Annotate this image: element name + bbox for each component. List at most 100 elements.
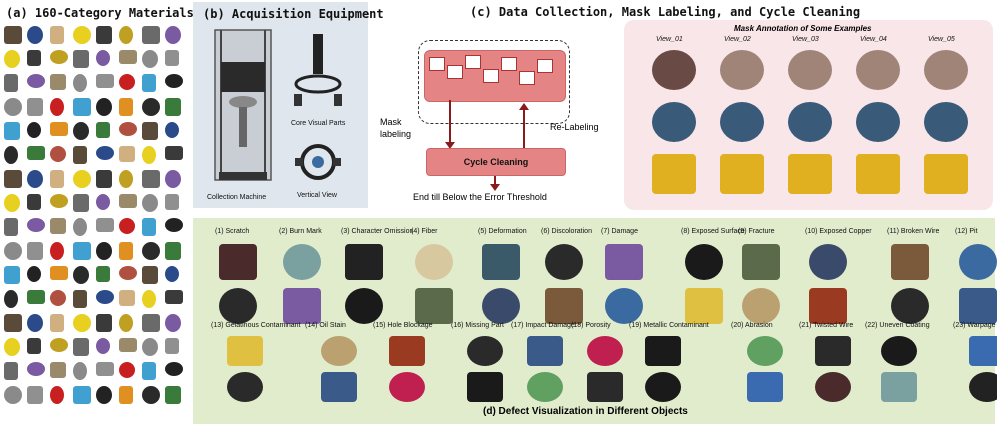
material-thumbnail: [119, 242, 133, 260]
material-thumbnail: [27, 338, 41, 354]
material-thumbnail: [142, 122, 158, 140]
material-thumbnail: [165, 170, 181, 188]
material-thumbnail: [96, 74, 114, 88]
defect-image: [227, 372, 263, 402]
material-thumbnail: [165, 74, 183, 88]
material-thumbnail: [27, 290, 45, 304]
defect-image: [545, 244, 583, 280]
data-collection-box: [418, 40, 570, 124]
defect-image: [389, 372, 425, 402]
defect-image: [219, 288, 257, 324]
material-thumbnail: [50, 218, 66, 234]
view-object-image: [924, 102, 968, 142]
material-thumbnail: [119, 146, 135, 162]
sample-photo: [447, 65, 463, 79]
defect-label: (20) Abrasion: [731, 322, 773, 329]
defect-image: [389, 336, 425, 366]
material-thumbnail: [142, 170, 160, 188]
material-thumbnail: [96, 218, 114, 232]
material-thumbnail: [165, 266, 179, 282]
defect-label: (14) Oil Stain: [305, 322, 346, 329]
defect-image: [969, 336, 997, 366]
defect-image: [219, 244, 257, 280]
defect-image: [645, 372, 681, 402]
defect-panel: (1) Scratch(2) Burn Mark(3) Character Om…: [193, 218, 997, 424]
material-thumbnail: [73, 242, 91, 260]
defect-image: [415, 288, 453, 324]
material-thumbnail: [4, 266, 20, 284]
defect-image: [685, 244, 723, 280]
defect-label: (22) Uneven Coating: [865, 322, 930, 329]
defect-image: [227, 336, 263, 366]
defect-image: [605, 288, 643, 324]
material-thumbnail: [27, 194, 41, 210]
defect-image: [645, 336, 681, 366]
material-thumbnail: [4, 314, 22, 332]
vertical-view-label: Vertical View: [297, 192, 337, 199]
defect-image: [747, 372, 783, 402]
material-thumbnail: [119, 362, 135, 378]
material-thumbnail: [73, 170, 91, 188]
material-thumbnail: [119, 98, 133, 116]
material-thumbnail: [50, 74, 66, 90]
materials-grid: [4, 24, 190, 422]
material-thumbnail: [4, 170, 22, 188]
material-thumbnail: [142, 314, 160, 332]
material-thumbnail: [142, 266, 158, 284]
material-thumbnail: [119, 122, 137, 136]
material-thumbnail: [27, 218, 45, 232]
material-thumbnail: [119, 218, 135, 234]
material-thumbnail: [73, 218, 87, 236]
defect-image: [587, 372, 623, 402]
view-object-image: [856, 50, 900, 90]
material-thumbnail: [27, 314, 43, 332]
defect-label: (23) Warpage: [953, 322, 996, 329]
material-thumbnail: [27, 266, 41, 282]
defect-image: [345, 244, 383, 280]
material-thumbnail: [165, 26, 181, 44]
material-thumbnail: [27, 98, 43, 116]
material-thumbnail: [73, 362, 87, 380]
defect-label: (3) Character Omission: [341, 228, 414, 235]
material-thumbnail: [142, 50, 158, 68]
material-thumbnail: [142, 194, 158, 212]
defect-image: [587, 336, 623, 366]
defect-image: [415, 244, 453, 280]
defect-image: [527, 372, 563, 402]
defect-label: (12) Pit: [955, 228, 978, 235]
view-object-image: [720, 154, 764, 194]
relabeling-label: Re-Labeling: [550, 122, 599, 132]
material-thumbnail: [96, 50, 110, 66]
cycle-cleaning-box: Cycle Cleaning: [426, 148, 566, 176]
defect-label: (11) Broken Wire: [887, 228, 940, 235]
material-thumbnail: [119, 386, 133, 404]
material-thumbnail: [50, 122, 68, 136]
material-thumbnail: [4, 242, 22, 260]
view-object-image: [788, 154, 832, 194]
defect-image: [815, 372, 851, 402]
material-thumbnail: [73, 338, 89, 356]
defect-image: [809, 244, 847, 280]
material-thumbnail: [50, 170, 64, 188]
defect-image: [809, 288, 847, 324]
material-thumbnail: [165, 242, 181, 260]
material-thumbnail: [73, 122, 89, 140]
material-thumbnail: [4, 194, 20, 212]
equipment-panel: (b) Acquisition Equipment Collection Mac…: [193, 2, 384, 208]
material-thumbnail: [4, 386, 22, 404]
material-thumbnail: [50, 266, 68, 280]
view-label: View_05: [928, 36, 955, 43]
view-label: View_02: [724, 36, 751, 43]
material-thumbnail: [96, 194, 110, 210]
material-thumbnail: [27, 122, 41, 138]
defect-label: (4) Fiber: [411, 228, 438, 235]
view-label: View_03: [792, 36, 819, 43]
defect-label: (5) Deformation: [478, 228, 527, 235]
material-thumbnail: [165, 194, 179, 210]
defect-image: [959, 244, 997, 280]
annotation-title: Mask Annotation of Some Examples: [734, 24, 872, 33]
material-thumbnail: [96, 290, 114, 304]
defect-image: [747, 336, 783, 366]
defect-image: [605, 244, 643, 280]
material-thumbnail: [4, 218, 18, 236]
